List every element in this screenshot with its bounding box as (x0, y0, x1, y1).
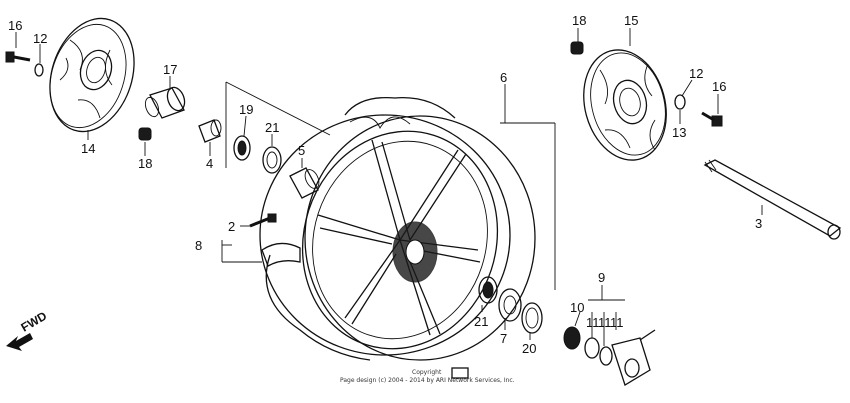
leader-lines (15, 28, 763, 346)
rim-band[interactable] (261, 242, 301, 267)
dust-seal[interactable] (521, 302, 543, 334)
speedometer-retainer[interactable] (498, 288, 522, 322)
label-20: 20 (522, 341, 536, 356)
label-11-c: 11 (610, 315, 624, 330)
bearing-21-top[interactable] (262, 146, 282, 174)
copyright-notice: Page design (c) 2004 - 2014 by ARI Netwo… (340, 377, 515, 384)
label-6: 6 (500, 70, 507, 85)
label-11-a: 11 (586, 315, 600, 330)
bearing-19[interactable] (233, 135, 251, 161)
label-3: 3 (755, 216, 762, 231)
label-18-left: 18 (138, 156, 152, 171)
label-2: 2 (228, 219, 235, 234)
label-13: 13 (672, 125, 686, 140)
label-10: 10 (570, 300, 584, 315)
label-15: 15 (624, 13, 638, 28)
label-14: 14 (81, 141, 95, 156)
left-brake-disc[interactable] (36, 7, 148, 142)
forward-direction-indicator: FWD (6, 309, 49, 351)
label-21-bottom: 21 (474, 314, 488, 329)
fwd-label: FWD (19, 309, 50, 335)
label-21-top: 21 (265, 120, 279, 135)
cast-wheel[interactable] (275, 106, 526, 375)
ari-logo (451, 367, 469, 379)
label-18-right: 18 (572, 13, 586, 28)
washer-13[interactable] (674, 94, 686, 110)
label-16-right: 16 (712, 79, 726, 94)
right-brake-disc[interactable] (572, 41, 678, 170)
label-9: 9 (598, 270, 605, 285)
label-12-right: 12 (689, 66, 703, 81)
front-axle[interactable] (703, 159, 842, 240)
front-tire[interactable] (259, 96, 536, 361)
speedometer-gearbox[interactable] (563, 326, 656, 386)
label-11-b: 11 (598, 315, 612, 330)
nut-right[interactable] (570, 41, 584, 55)
valve-stem[interactable] (249, 213, 277, 228)
side-collar[interactable] (143, 85, 188, 119)
bearing-21-bottom[interactable] (478, 276, 498, 304)
label-5: 5 (298, 143, 305, 158)
disc-bolt-left[interactable] (5, 51, 31, 63)
label-7: 7 (500, 331, 507, 346)
nut-left[interactable] (138, 127, 152, 141)
label-12-left: 12 (33, 31, 47, 46)
washer-left[interactable] (34, 63, 44, 77)
fwd-arrow-icon (6, 333, 33, 351)
label-19: 19 (239, 102, 253, 117)
label-16-left: 16 (8, 18, 22, 33)
disc-bolt-right[interactable] (701, 111, 723, 127)
label-8: 8 (195, 238, 202, 253)
label-17: 17 (163, 62, 177, 77)
label-4: 4 (206, 156, 213, 171)
distance-collar[interactable] (198, 119, 222, 143)
copyright-title: Copyright (412, 369, 442, 376)
